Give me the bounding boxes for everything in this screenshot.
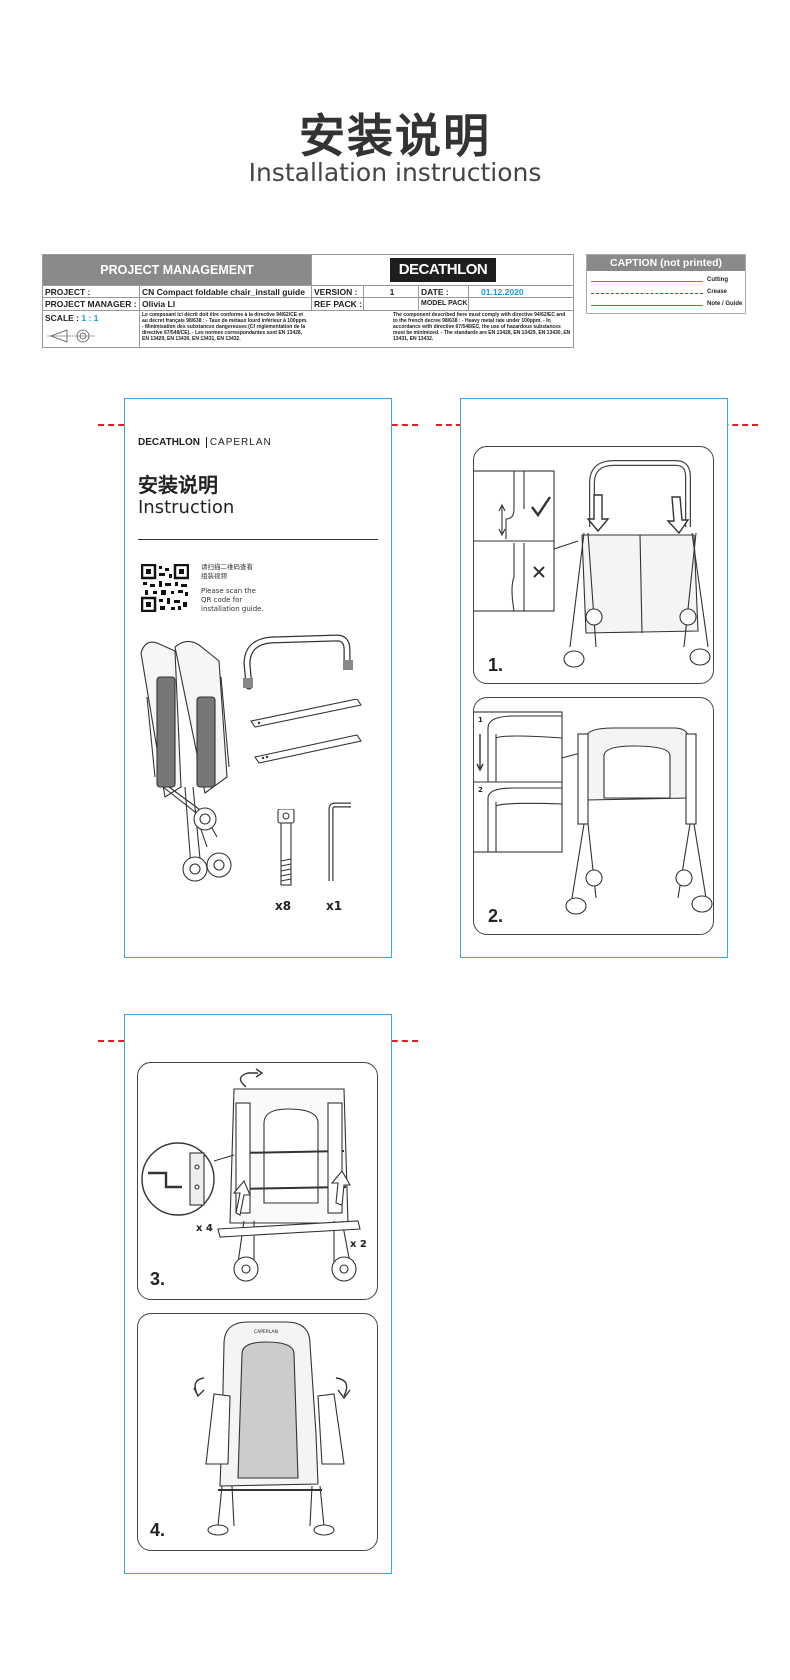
step-1-number: 1. <box>488 655 504 675</box>
qr-text-zh: 请扫描二维码查看 组装视频 <box>201 563 253 581</box>
project-row: PROJECT : CN Compact foldable chair_inst… <box>43 285 573 298</box>
logo-cell: DECATHLON <box>311 255 574 285</box>
scale-section: SCALE : 1 : 1 Le composant ici décrit do… <box>43 310 573 348</box>
caption-legend: CAPTION (not printed) Cutting Crease Not… <box>586 254 746 314</box>
step-1-box: 1. <box>473 446 714 684</box>
qr-text-zh-1: 请扫描二维码查看 <box>201 563 253 571</box>
projection-symbol-icon <box>47 329 95 343</box>
manager-value: Olivia LI <box>139 298 311 310</box>
qr-code-icon <box>141 564 189 612</box>
manager-row: PROJECT MANAGER : Olivia LI REF PACK : M… <box>43 297 573 310</box>
scale-label: SCALE : <box>45 313 79 323</box>
scale-value: 1 : 1 <box>81 313 99 323</box>
crossbars-illustration <box>250 699 362 764</box>
steps-3-4-panel: x 4 x 2 3. CAPERLAN 4. <box>124 1014 392 1574</box>
brand-logo: DECATHLON <box>138 437 201 448</box>
step-2-number: 2. <box>488 906 504 926</box>
note-label: Note / Guide <box>707 301 743 307</box>
version-value: 1 <box>363 286 418 298</box>
step-3-qty-screws: x 4 <box>196 1223 213 1234</box>
step-3-number: 3. <box>150 1269 166 1289</box>
step-3-qty-bars: x 2 <box>350 1239 367 1250</box>
manager-label: PROJECT MANAGER : <box>45 299 137 309</box>
caption-heading: CAPTION (not printed) <box>587 255 745 271</box>
hex-key-illustration <box>328 802 351 881</box>
project-management-table: PROJECT MANAGEMENT DECATHLON PROJECT : C… <box>42 254 574 348</box>
folded-chair-illustration <box>140 640 232 882</box>
page-title-en: Installation instructions <box>248 158 542 187</box>
step-3-box: x 4 x 2 3. <box>137 1062 378 1300</box>
hex-key-qty: x1 <box>326 899 343 913</box>
screw-qty: x8 <box>275 899 292 913</box>
step-4-illustration <box>193 1321 351 1536</box>
cover-panel: DECATHLON CAPERLAN 安装说明 Instruction 请扫描二… <box>124 398 392 958</box>
steps-1-2-panel: 1. 1 2 2. <box>460 398 728 958</box>
ref-pack-value <box>363 298 418 310</box>
qr-text-zh-2: 组装视频 <box>201 572 227 580</box>
ref-pack-label: REF PACK : <box>311 298 363 310</box>
chair-brand-label: CAPERLAN <box>254 1330 278 1335</box>
project-label: PROJECT : <box>45 287 91 297</box>
project-value: CN Compact foldable chair_install guide <box>139 286 311 298</box>
qr-text-en-2: QR code for <box>201 596 243 604</box>
step-3-illustration <box>141 1068 361 1282</box>
crease-label: Crease <box>707 289 728 295</box>
qr-text-en: Please scan the QR code for installation… <box>201 587 264 614</box>
model-pack-value <box>468 298 573 310</box>
cover-title-en: Instruction <box>138 497 235 518</box>
note-line <box>591 305 703 306</box>
qr-text-en-3: installation guide. <box>201 605 264 613</box>
step-4-number: 4. <box>150 1520 166 1540</box>
cutting-line <box>591 281 703 282</box>
cutting-label: Cutting <box>707 277 728 283</box>
step-1-illustration <box>474 460 711 668</box>
project-management-heading: PROJECT MANAGEMENT <box>43 255 311 285</box>
step-2-inset-1: 1 <box>478 716 483 724</box>
step-2-illustration <box>474 711 713 915</box>
sub-brand: CAPERLAN <box>205 437 272 448</box>
step-2-box: 1 2 2. <box>473 697 714 935</box>
date-value: 01.12.2020 <box>468 286 573 298</box>
qr-text-en-1: Please scan the <box>201 587 256 595</box>
note-fr: Le composant ici décrit doit être confor… <box>139 311 311 348</box>
scale-field: SCALE : 1 : 1 <box>45 313 98 323</box>
step-2-inset-2: 2 <box>478 786 483 794</box>
date-label: DATE : <box>418 286 468 298</box>
brand-line: DECATHLON CAPERLAN <box>138 437 272 448</box>
cover-divider <box>138 539 378 540</box>
backrest-bar-illustration <box>243 634 353 690</box>
step-4-box: CAPERLAN 4. <box>137 1313 378 1551</box>
version-label: VERSION : <box>311 286 363 298</box>
screw-illustration <box>277 809 295 886</box>
crease-line <box>591 293 703 294</box>
cover-title-zh: 安装说明 <box>138 473 218 497</box>
page-title-zh: 安装说明 <box>299 109 491 163</box>
model-pack-label: MODEL PACK : <box>418 298 468 310</box>
note-en: The component described here must comply… <box>393 312 571 342</box>
decathlon-logo: DECATHLON <box>390 258 496 282</box>
